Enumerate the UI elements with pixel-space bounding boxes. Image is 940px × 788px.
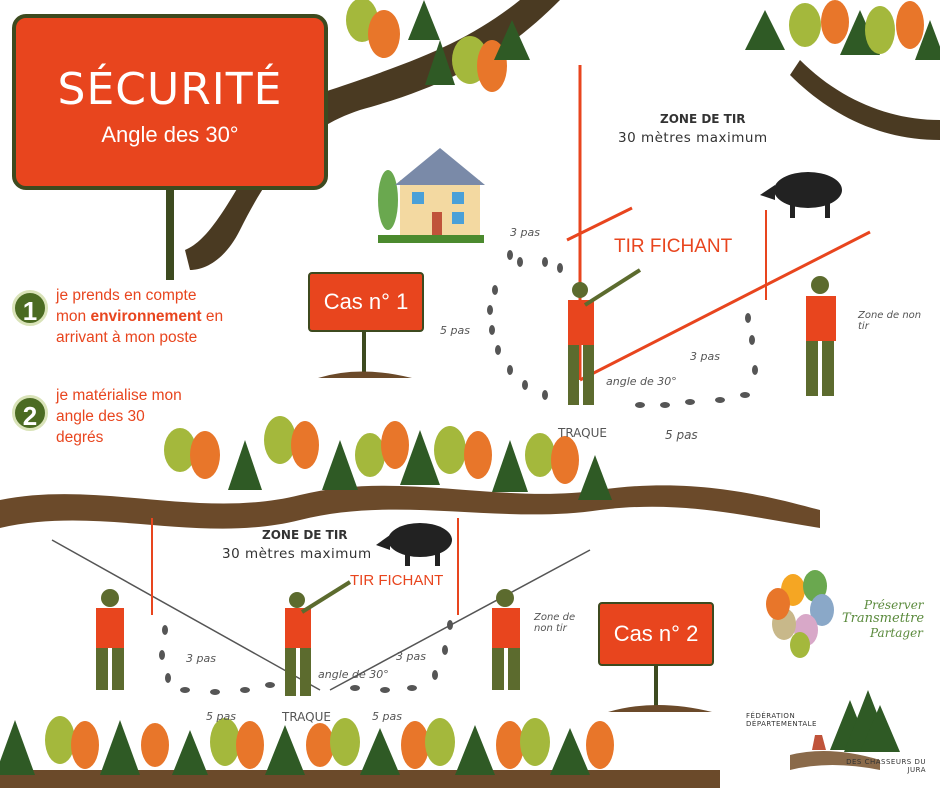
case1-footsteps (487, 250, 758, 408)
case2-angle: angle de 30° (318, 668, 389, 681)
step-1-text-before: je prends en compte mon (56, 287, 197, 325)
case1-pas-left: 5 pas (440, 324, 470, 337)
case1-zone-title: ZONE DE TIR (660, 112, 746, 126)
case2-traque: TRAQUE (282, 710, 331, 724)
page-subtitle: Angle des 30° (101, 122, 239, 147)
federation-logo (790, 690, 900, 770)
federation-bottom: DES CHASSEURS DU JURA (846, 758, 926, 774)
page-title: SÉCURITÉ (57, 64, 283, 115)
hunter-case2-left (96, 589, 124, 690)
title-sign: SÉCURITÉ Angle des 30° (12, 14, 328, 190)
case1-sign: Cas n° 1 (308, 272, 424, 332)
case2-pas-bottom-left: 5 pas (206, 710, 236, 723)
case2-zone-title: ZONE DE TIR (262, 528, 348, 542)
step-1-highlight: environnement (90, 308, 202, 325)
hunter-case2-shooter (285, 580, 352, 696)
bottom-forest (0, 716, 720, 788)
trees-top-right (745, 0, 940, 60)
case2-post (654, 665, 658, 710)
step-1-text: je prends en compte mon environnement en… (56, 285, 226, 348)
logo-line1: Préserver (864, 598, 924, 612)
preserver-flower-logo (766, 570, 834, 658)
case1-pas-top: 3 pas (510, 226, 540, 239)
trees-top-left (346, 0, 530, 92)
title-post (166, 190, 174, 280)
case1-zone-sub: 30 mètres maximum (618, 130, 768, 146)
boar-case1-icon (760, 172, 842, 218)
logo-line2: Transmettre (842, 611, 925, 626)
logo-line3: Partager (870, 626, 923, 640)
hunter-case1-shooter (568, 268, 642, 405)
case1-pas-right: 3 pas (690, 350, 720, 363)
federation-top: FÉDÉRATION DÉPARTEMENTALE (746, 712, 817, 728)
case2-pas-left: 3 pas (186, 652, 216, 665)
case1-mound (318, 371, 412, 378)
step-1-text-after: en arrivant à mon poste (56, 308, 224, 346)
case2-zone-sub: 30 mètres maximum (222, 546, 372, 562)
step-2-badge: 2 (12, 395, 48, 431)
step-1-badge: 1 (12, 290, 48, 326)
case2-tir-fichant: TIR FICHANT (350, 572, 444, 589)
case2-pas-bottom-right: 5 pas (372, 710, 402, 723)
case1-tir-fichant: TIR FICHANT (614, 236, 733, 257)
boar-case2-icon (376, 523, 452, 566)
middle-forest (0, 416, 820, 529)
step-2-text: je matérialise mon angle des 30 degrés (56, 387, 182, 446)
hunter-case1-neighbor (806, 276, 836, 396)
case1-pas-bottom: 5 pas (665, 428, 698, 442)
house-illustration (378, 148, 485, 243)
case2-mound (608, 705, 712, 712)
hunter-case2-right (492, 589, 520, 690)
case1-post (362, 330, 366, 375)
case1-zone-non-tir: Zone de non tir (858, 310, 922, 332)
case2-sign: Cas n° 2 (598, 602, 714, 666)
case1-angle: angle de 30° (606, 375, 677, 388)
branch-top-right (790, 60, 940, 140)
case2-zone-non-tir: Zone de non tir (534, 612, 576, 634)
case2-pas-right: 3 pas (396, 650, 426, 663)
case2-footsteps (159, 620, 453, 695)
case1-traque: TRAQUE (558, 426, 607, 440)
